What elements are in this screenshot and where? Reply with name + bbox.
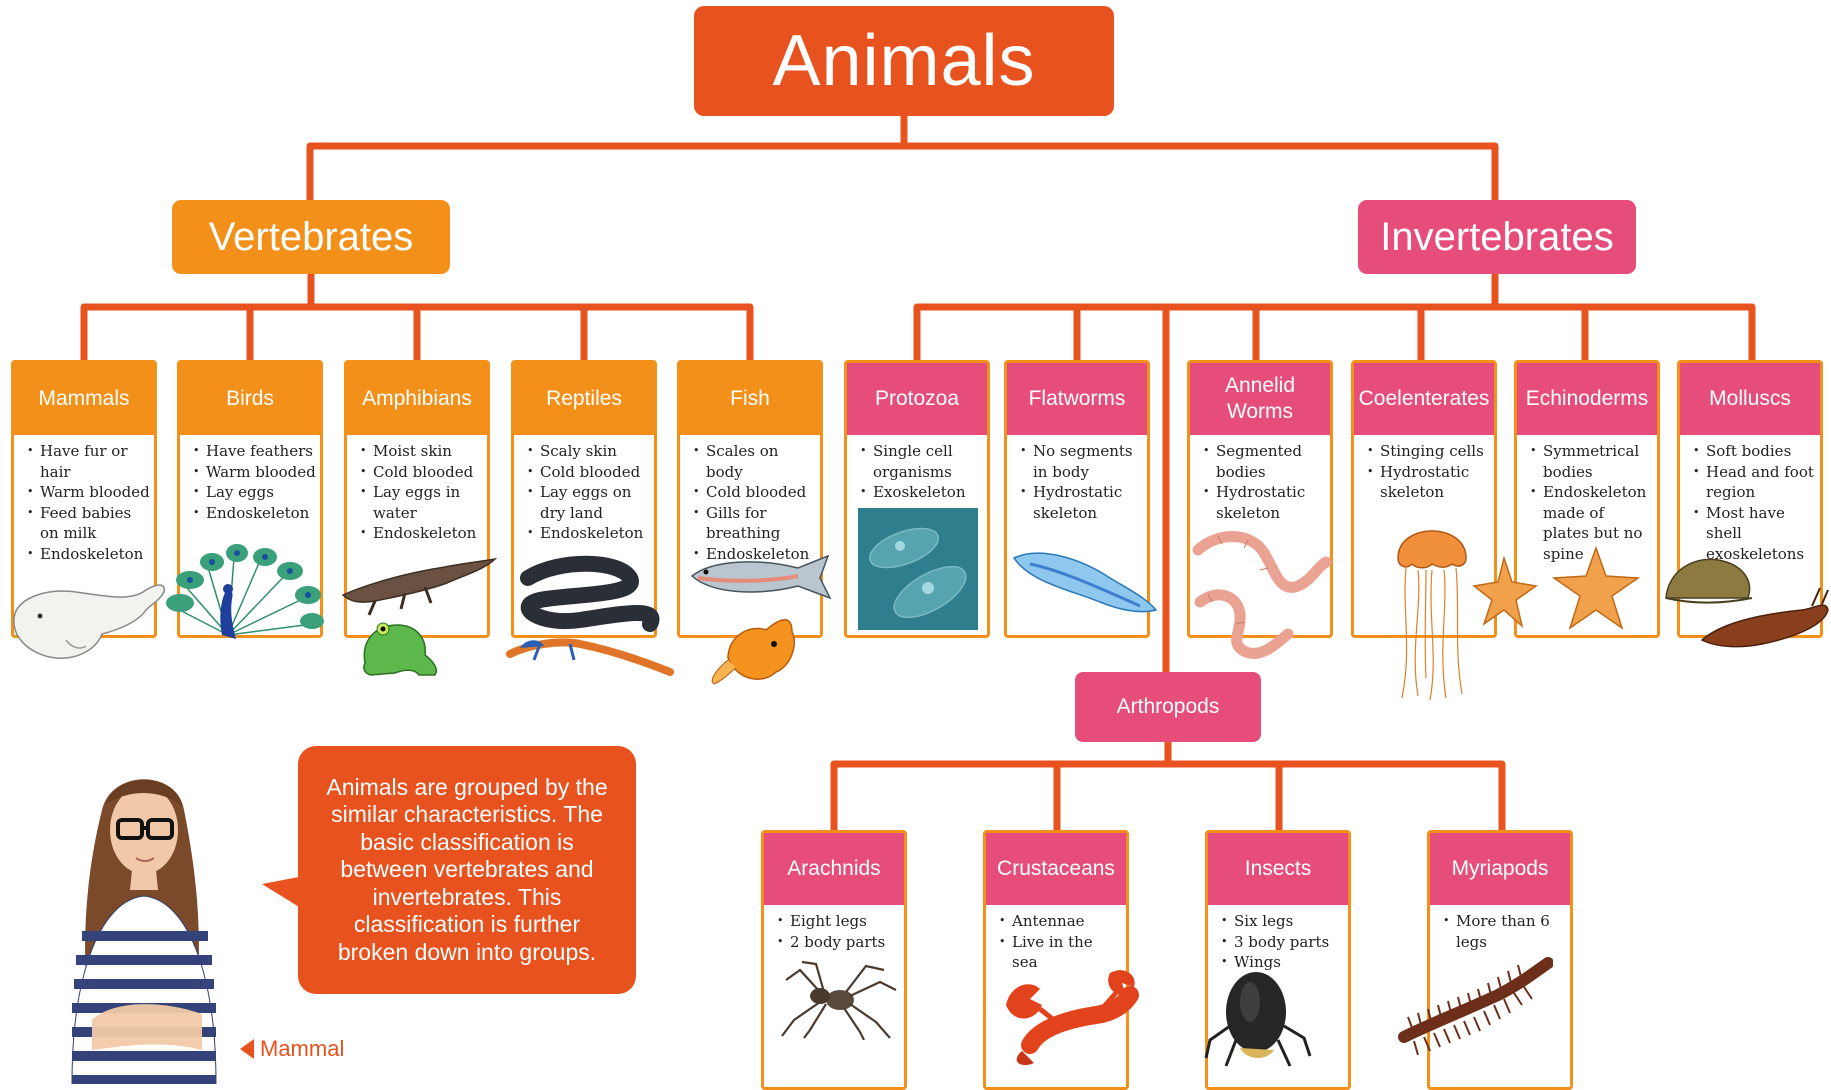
fact: Exoskeleton: [873, 482, 983, 503]
arrow-left-icon: [238, 1037, 256, 1061]
character-caption: Mammal: [238, 1036, 344, 1062]
fact-list: Moist skin Cold blooded Lay eggs in wate…: [347, 435, 487, 544]
lobster-icon: [1000, 965, 1140, 1070]
snake-lizard-icon: [500, 548, 675, 683]
fact: Six legs: [1234, 911, 1344, 932]
card-title: Coelenterates: [1354, 363, 1494, 435]
fact-list: Scaly skin Cold blooded Lay eggs on dry …: [514, 435, 654, 544]
card-title: Echinoderms: [1517, 363, 1657, 435]
fact-list: Have fur or hair Warm blooded Feed babie…: [14, 435, 154, 564]
fact: Endoskeleton: [40, 544, 150, 565]
invertebrates-title: Invertebrates: [1358, 200, 1636, 274]
character-label: Mammal: [260, 1036, 344, 1062]
snail-slug-icon: [1662, 540, 1830, 652]
fact: Moist skin: [373, 441, 483, 462]
card-title: Crustaceans: [986, 833, 1126, 905]
fact: Lay eggs in water: [373, 482, 483, 523]
fact: Cold blooded: [540, 462, 650, 483]
fact-list: Six legs 3 body parts Wings: [1208, 905, 1348, 973]
fact: Warm blooded: [40, 482, 150, 503]
starfish-icon: [1470, 540, 1655, 640]
fact: Endoskeleton: [206, 503, 316, 524]
fact: Warm blooded: [206, 462, 316, 483]
card-title: Reptiles: [514, 363, 654, 435]
card-title: Molluscs: [1680, 363, 1820, 435]
jellyfish-icon: [1382, 508, 1482, 703]
fact: Hydrostatic skeleton: [1380, 462, 1490, 503]
fact: Eight legs: [790, 911, 900, 932]
beluga-whale-icon: [6, 570, 171, 665]
fact-list: Single cell organisms Exoskeleton: [847, 435, 987, 503]
fact: Soft bodies: [1706, 441, 1816, 462]
fact: Segmented bodies: [1216, 441, 1326, 482]
fact: Lay eggs: [206, 482, 316, 503]
fact-list: Scales on body Cold blooded Gills for br…: [680, 435, 820, 564]
fact: Stinging cells: [1380, 441, 1490, 462]
fact: Hydrostatic skeleton: [1033, 482, 1143, 523]
arthropods-title: Arthropods: [1075, 672, 1261, 742]
root-title: Animals: [694, 6, 1114, 116]
card-title: Amphibians: [347, 363, 487, 435]
speech-bubble: Animals are grouped by the similar chara…: [298, 746, 636, 994]
fact-list: Antennae Live in the sea: [986, 905, 1126, 973]
centipede-icon: [1398, 955, 1553, 1055]
peacock-icon: [160, 535, 330, 645]
fact: Feed babies on milk: [40, 503, 150, 544]
card-title: Insects: [1208, 833, 1348, 905]
fact: 2 body parts: [790, 932, 900, 953]
card-title: Arachnids: [764, 833, 904, 905]
fact: Antennae: [1012, 911, 1122, 932]
salmon-goldfish-icon: [688, 548, 838, 688]
fact: Have feathers: [206, 441, 316, 462]
spider-icon: [780, 960, 900, 1040]
fact-list: Stinging cells Hydrostatic skeleton: [1354, 435, 1494, 503]
card-title: Annelid Worms: [1190, 363, 1330, 435]
fact: Endoskeleton: [373, 523, 483, 544]
card-title: Myriapods: [1430, 833, 1570, 905]
fact: Cold blooded: [373, 462, 483, 483]
flatworm-icon: [1010, 548, 1160, 628]
fact: Head and foot region: [1706, 462, 1816, 503]
fact: 3 body parts: [1234, 932, 1344, 953]
card-title: Fish: [680, 363, 820, 435]
card-title: Protozoa: [847, 363, 987, 435]
girl-character-icon: [62, 750, 222, 1084]
fact: Cold blooded: [706, 482, 816, 503]
fact: Scales on body: [706, 441, 816, 482]
card-title: Birds: [180, 363, 320, 435]
card-title: Mammals: [14, 363, 154, 435]
earthworm-icon: [1188, 528, 1333, 663]
fact: Lay eggs on dry land: [540, 482, 650, 523]
fact-list: Segmented bodies Hydrostatic skeleton: [1190, 435, 1330, 523]
newt-frog-icon: [335, 545, 500, 685]
fact: Gills for breathing: [706, 503, 816, 544]
fact: Scaly skin: [540, 441, 650, 462]
fact-list: No segments in body Hydrostatic skeleton: [1007, 435, 1147, 523]
fact-list: Have feathers Warm blooded Lay eggs Endo…: [180, 435, 320, 523]
fact-list: Eight legs 2 body parts: [764, 905, 904, 952]
fact: No segments in body: [1033, 441, 1143, 482]
fact-list: More than 6 legs: [1430, 905, 1570, 952]
card-title: Flatworms: [1007, 363, 1147, 435]
fact: Hydrostatic skeleton: [1216, 482, 1326, 523]
protozoa-icon: [858, 508, 978, 630]
beetle-icon: [1200, 970, 1320, 1078]
fact: Symmetrical bodies: [1543, 441, 1653, 482]
vertebrates-title: Vertebrates: [172, 200, 450, 274]
fact: More than 6 legs: [1456, 911, 1566, 952]
fact: Endoskeleton: [540, 523, 650, 544]
fact: Single cell organisms: [873, 441, 983, 482]
fact: Have fur or hair: [40, 441, 150, 482]
